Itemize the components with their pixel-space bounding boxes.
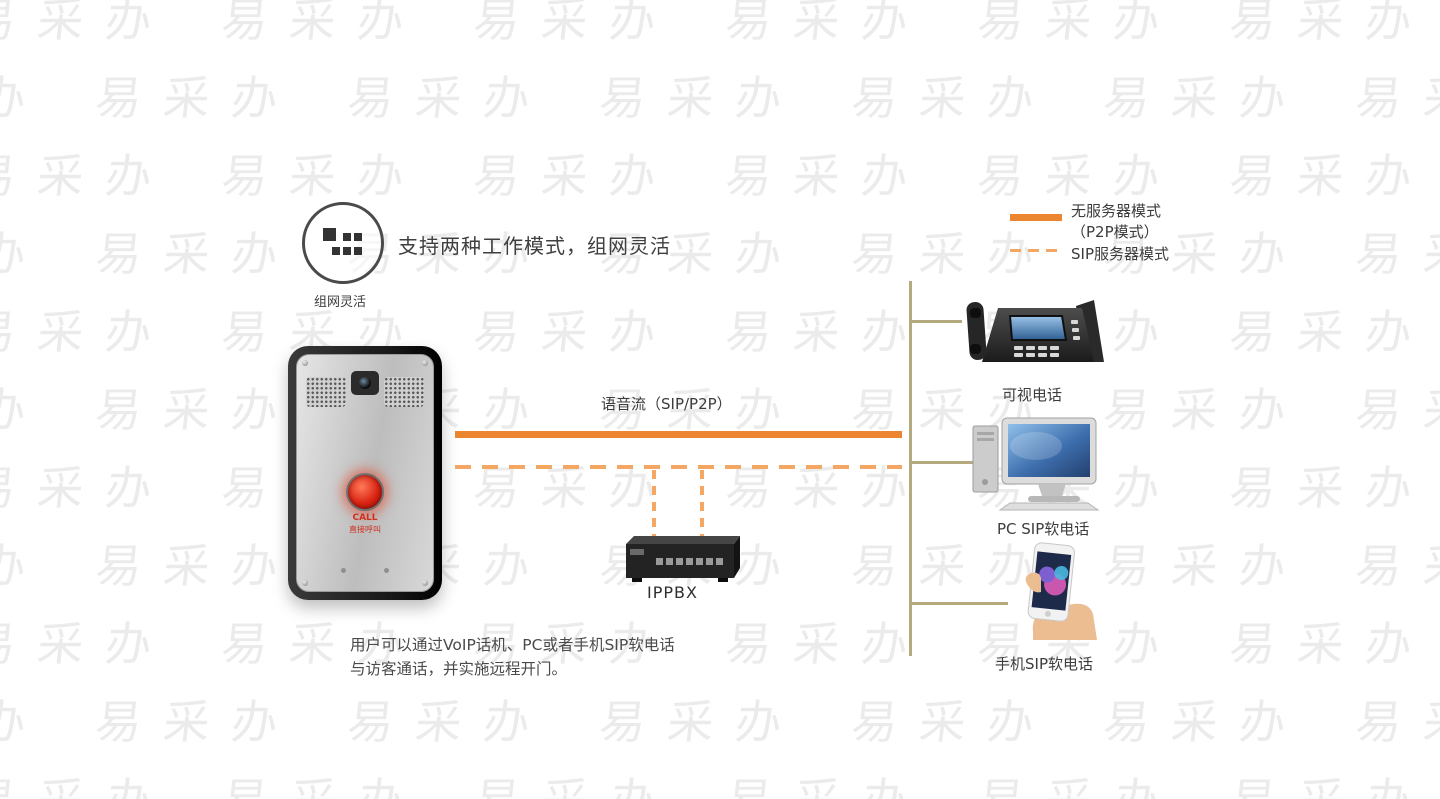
sip-drop-line-right — [700, 470, 704, 536]
page-title: 支持两种工作模式，组网灵活 — [398, 234, 671, 258]
legend-sip-label: SIP服务器模式 — [1071, 245, 1169, 263]
mobile-phone-device — [1025, 542, 1097, 640]
pc-softphone-label: PC SIP软电话 — [997, 520, 1090, 538]
doorphone-faceplate: CALL 直接呼叫 — [296, 354, 434, 592]
camera-icon — [351, 371, 379, 395]
description-line2: 与访客通话，并实施远程开门。 — [350, 660, 568, 678]
screw-icon — [341, 568, 346, 573]
legend-solid-line-swatch — [1010, 214, 1062, 221]
camera-lens-icon — [359, 377, 371, 389]
legend-dashed-line-swatch — [1010, 249, 1062, 252]
call-button-label: CALL — [352, 513, 378, 523]
screw-icon — [302, 580, 308, 586]
video-phone-label: 可视电话 — [1002, 386, 1063, 404]
ippbx-device — [626, 536, 740, 582]
legend-p2p-label-line1: 无服务器模式 — [1071, 202, 1162, 220]
pc-device — [972, 417, 1100, 511]
speaker-grille-icon — [384, 377, 424, 407]
p2p-voice-line — [455, 431, 902, 438]
doorphone-call-button — [346, 473, 384, 511]
description-text: 用户可以通过VoIP话机、PC或者手机SIP软电话 与访客通话，并实施远程开门。 — [350, 633, 675, 681]
branch-line-video-phone — [910, 320, 962, 323]
endpoint-bus-line — [909, 281, 912, 656]
screw-icon — [302, 360, 308, 366]
legend-p2p-label-line2: （P2P模式） — [1071, 223, 1159, 241]
video-phone-device — [966, 300, 1104, 362]
speaker-grille-icon — [306, 377, 346, 407]
sip-server-line — [455, 465, 902, 469]
screw-icon — [422, 360, 428, 366]
screw-icon — [384, 568, 389, 573]
network-grid-icon-glyph — [323, 228, 362, 255]
ippbx-label: IPPBX — [647, 583, 698, 602]
branch-line-pc — [910, 461, 975, 464]
branch-line-mobile — [910, 602, 1008, 605]
voice-stream-label: 语音流（SIP/P2P） — [601, 395, 732, 413]
description-line1: 用户可以通过VoIP话机、PC或者手机SIP软电话 — [350, 636, 675, 654]
sip-drop-line-left — [652, 470, 656, 536]
call-button-sublabel: 直接呼叫 — [349, 525, 381, 534]
mobile-softphone-label: 手机SIP软电话 — [995, 655, 1093, 673]
icon-caption: 组网灵活 — [313, 295, 366, 310]
doorphone-device: CALL 直接呼叫 — [288, 346, 442, 600]
screw-icon — [422, 580, 428, 586]
network-grid-icon — [302, 202, 384, 284]
